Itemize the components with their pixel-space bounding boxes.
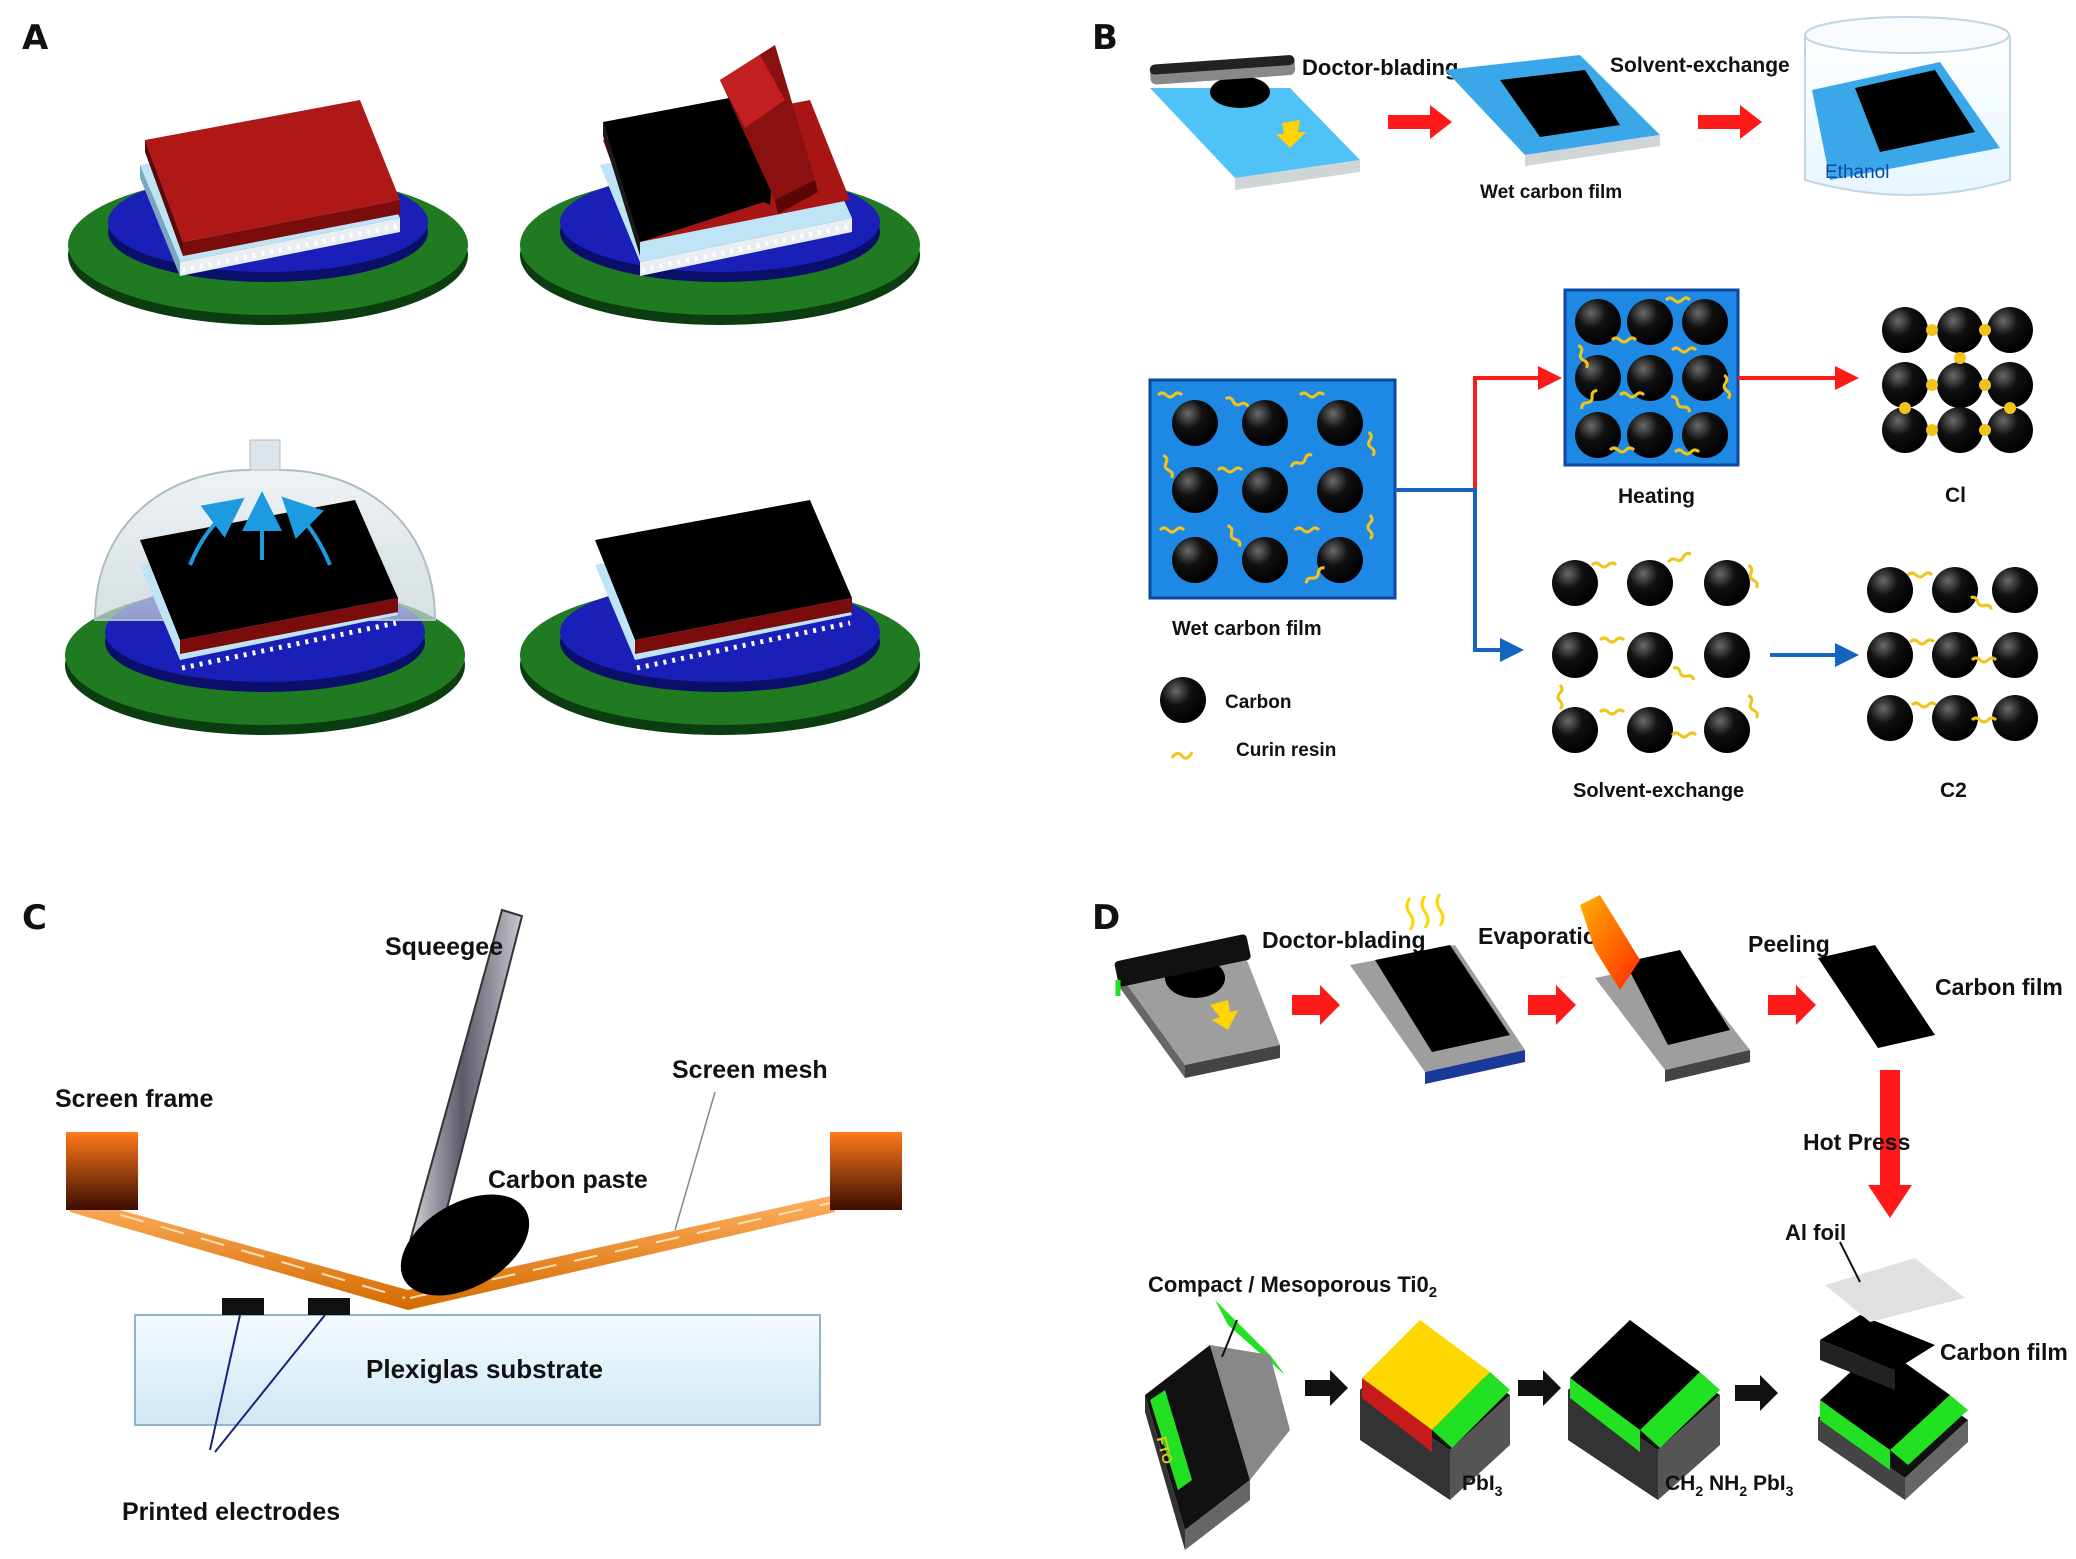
- b-legend-carbon: Carbon: [1225, 692, 1292, 713]
- d-label-peeling: Peeling: [1748, 931, 1830, 957]
- c-electrode-2: [308, 1298, 350, 1315]
- panel-label-a: A: [22, 18, 49, 58]
- d-label-pbi3: PbI3: [1462, 1472, 1503, 1499]
- b-label-solvent-exchange-top: Solvent-exchange: [1610, 54, 1790, 77]
- c-screen-frame-left: [66, 1132, 138, 1210]
- b-wet-film-square: [1148, 378, 1397, 600]
- d-arrow-hot-press: [1868, 1070, 1912, 1218]
- b-label-c2: C2: [1940, 779, 1967, 802]
- b-wet-film-top: [1445, 55, 1660, 166]
- b-arrow-heating: [1395, 366, 1562, 492]
- c-carbon-paste: [400, 1194, 530, 1296]
- b-label-heating: Heating: [1618, 485, 1695, 508]
- panel-b: Doctor-blading, Wet carbon film Solvent-…: [1148, 16, 2038, 802]
- b-beaker: [1804, 16, 2011, 196]
- c-electrode-1: [222, 1298, 264, 1315]
- d-arrow-2: [1528, 985, 1576, 1025]
- d-arrow-4: [1305, 1370, 1348, 1406]
- panel-label-c: C: [22, 898, 47, 938]
- c-screen-frame-right: [830, 1132, 902, 1210]
- stage-a2: [520, 45, 920, 325]
- c-label-substrate: Plexiglas substrate: [366, 1354, 603, 1384]
- d-arrow-6: [1735, 1375, 1778, 1411]
- panel-label-b: B: [1092, 18, 1118, 58]
- d-fto-substrate: FTO: [1145, 1300, 1290, 1550]
- d-arrow-1: [1292, 985, 1340, 1025]
- d-label-ch3nh3pbi3: CH2 NH2 PbI3: [1665, 1472, 1794, 1499]
- b-label-c1: Cl: [1945, 484, 1966, 507]
- b-heating-square: [1563, 288, 1740, 467]
- d-label-carbon-film-top: Carbon film: [1935, 974, 2063, 1000]
- d-final-device: [1818, 1258, 1968, 1500]
- b-label-ethanol: Ethanol: [1825, 162, 1889, 183]
- b-label-solvent-exchange: Solvent-exchange: [1573, 780, 1744, 802]
- c-label-printed-electrodes: Printed electrodes: [122, 1498, 340, 1526]
- panel-d: Doctor-blading Evaporation Peeling Carbo…: [1114, 893, 2068, 1550]
- c-label-carbon-paste: Carbon paste: [488, 1166, 648, 1194]
- d-carbon-film-free: [1818, 945, 1935, 1048]
- d-doctor-blade-substrate: [1114, 934, 1280, 1078]
- c-substrate: [134, 1314, 821, 1426]
- b-arrow-solvent: [1395, 488, 1524, 662]
- b-doctor-blade-substrate: [1149, 55, 1360, 190]
- d-peeling-substrate: [1580, 895, 1750, 1082]
- d-label-doctor-blading: Doctor-blading: [1262, 927, 1426, 953]
- d-arrow-5: [1518, 1370, 1561, 1406]
- d-label-compact: Compact / Mesoporous Ti02: [1148, 1272, 1437, 1301]
- d-label-hot-press: Hot Press: [1803, 1129, 1910, 1155]
- b-legend-resin-icon: [1170, 751, 1194, 760]
- b-c1-cluster: [1882, 307, 2033, 453]
- d-arrow-3: [1768, 985, 1816, 1025]
- c-label-screen-frame: Screen frame: [55, 1085, 214, 1113]
- d-evaporation-substrate: [1350, 893, 1525, 1084]
- d-label-al-foil: Al foil: [1785, 1220, 1846, 1245]
- b-solvent-cluster: [1552, 550, 1760, 753]
- b-legend-resin: Curin resin: [1236, 740, 1336, 761]
- panel-label-d: D: [1092, 898, 1121, 938]
- stage-a1: [68, 100, 468, 325]
- panel-c: Squeegee Screen frame Screen mesh Carbon…: [55, 908, 902, 1526]
- b-label-doctor-blading: Doctor-blading,: [1302, 55, 1465, 80]
- stage-a3: [65, 439, 465, 735]
- panel-a: [65, 45, 920, 735]
- b-label-wet-film-top: Wet carbon film: [1480, 182, 1622, 203]
- d-pbi3-block: [1360, 1320, 1510, 1500]
- b-arrow-1: [1388, 105, 1452, 139]
- c-label-screen-mesh: Screen mesh: [672, 1056, 828, 1084]
- b-label-wet-film: Wet carbon film: [1172, 618, 1322, 640]
- b-c2-cluster: [1867, 567, 2038, 741]
- b-arrow-2: [1698, 105, 1762, 139]
- b-legend: Carbon Curin resin: [1160, 677, 1336, 761]
- c-label-squeegee: Squeegee: [385, 933, 503, 961]
- d-label-fto: FTO: [1154, 1435, 1177, 1466]
- d-label-carbon-film-bottom: Carbon film: [1940, 1339, 2068, 1365]
- d-ch3nh3pbi3-block: [1568, 1320, 1720, 1500]
- stage-a4: [520, 500, 920, 735]
